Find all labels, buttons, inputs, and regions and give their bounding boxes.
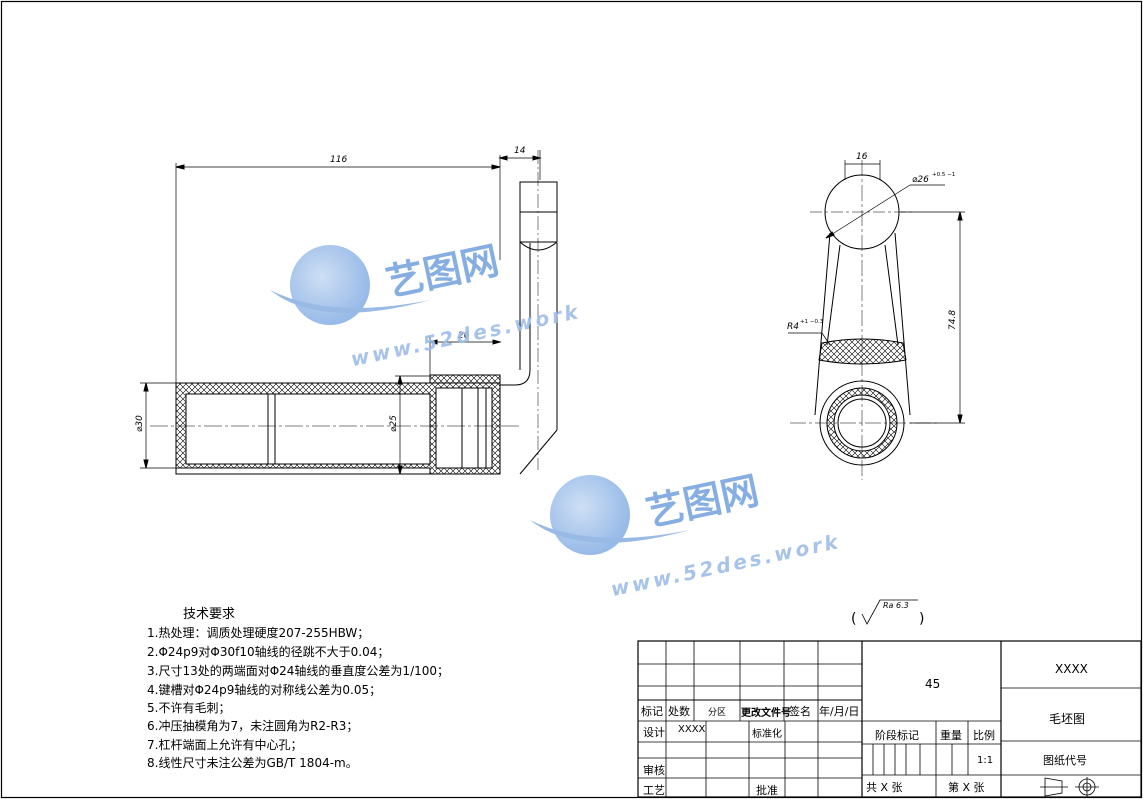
- note-item: 5.不许有毛刺；: [147, 701, 231, 715]
- watermark-swoosh: [530, 520, 690, 543]
- projection-symbol: [1040, 777, 1099, 797]
- title-block-grid: [637, 640, 1142, 798]
- tb-sheet-no: 第 X 张: [948, 781, 985, 794]
- watermark-2: 艺图网 www.52des.work: [530, 468, 843, 601]
- dim-dia-26-tolerance: +0.5 −1: [932, 172, 955, 178]
- dim-74-8: 74.8: [948, 310, 958, 330]
- tb-scale: 1:1: [977, 755, 994, 766]
- surface-finish-symbol: [861, 599, 918, 625]
- dim-dia-26: ⌀26: [912, 175, 929, 185]
- notes-title: 技术要求: [183, 607, 236, 622]
- tb-review-label: 审核: [643, 764, 665, 777]
- watermark-brand: 艺图网: [642, 468, 763, 535]
- watermark-brand: 艺图网: [382, 238, 503, 305]
- dim-r4: R4: [787, 322, 799, 332]
- dim-14: 14: [514, 146, 526, 156]
- side-view: [788, 160, 965, 480]
- note-item: 1.热处理：调质处理硬度207-255HBW；: [147, 626, 370, 640]
- surface-finish-close: ): [919, 611, 924, 627]
- surface-finish-ra: Ra 6.3: [883, 601, 909, 610]
- tb-scale-label: 比例: [973, 729, 995, 742]
- watermark-globe: [290, 245, 370, 325]
- watermark-1: 艺图网 www.52des.work: [270, 238, 583, 371]
- note-item: 4.键槽对Φ24p9轴线的对称线公差为0.05；: [147, 683, 382, 697]
- tb-zone-label: 分区: [708, 708, 727, 718]
- note-item: 2.Φ24p9对Φ30f10轴线的径跳不大于0.04；: [147, 645, 390, 659]
- tb-count-label: 处数: [668, 705, 690, 718]
- dim-r4-tolerance: +1 −0.3: [800, 319, 824, 325]
- note-item: 7.杠杆端面上允许有中心孔；: [147, 738, 303, 752]
- tb-material: 45: [925, 677, 941, 691]
- watermark-swoosh: [270, 290, 430, 313]
- surface-finish-open: (: [851, 611, 856, 627]
- tb-change-doc-label: 更改文件号: [741, 708, 791, 719]
- note-item: 3.尺寸13处的两端面对Φ24轴线的垂直度公差为1/100；: [147, 664, 450, 678]
- tb-company: XXXX: [1055, 662, 1088, 676]
- tb-design-label: 设计: [643, 726, 665, 739]
- watermark-globe: [550, 475, 630, 555]
- tb-date-label: 年/月/日: [819, 705, 860, 718]
- tb-total-sheets: 共 X 张: [866, 781, 903, 794]
- front-view: [140, 150, 558, 475]
- note-item: 8.线性尺寸未注公差为GB/T 1804-m。: [147, 756, 358, 770]
- tb-weight-label: 重量: [940, 729, 962, 742]
- tb-drawing-code-label: 图纸代号: [1043, 754, 1087, 767]
- tb-process-label: 工艺: [643, 784, 665, 797]
- tb-signature-label: 签名: [789, 705, 811, 718]
- tb-drawing-name: 毛坯图: [1049, 712, 1086, 726]
- tb-mark-label: 标记: [641, 705, 663, 718]
- tb-stage-mark-label: 阶段标记: [875, 729, 919, 742]
- dim-dia-25: ⌀25: [389, 415, 399, 432]
- tb-designer: XXXX: [678, 724, 706, 735]
- tb-approve-label: 批准: [756, 784, 778, 797]
- tb-standardization-label: 标准化: [752, 729, 782, 740]
- dim-116: 116: [330, 155, 347, 165]
- note-item: 6.冲压抽模角为7，未注圆角为R2-R3；: [147, 719, 359, 733]
- dim-26: 26: [458, 331, 470, 341]
- dim-16: 16: [856, 152, 868, 162]
- dim-dia-30: ⌀30: [135, 415, 145, 432]
